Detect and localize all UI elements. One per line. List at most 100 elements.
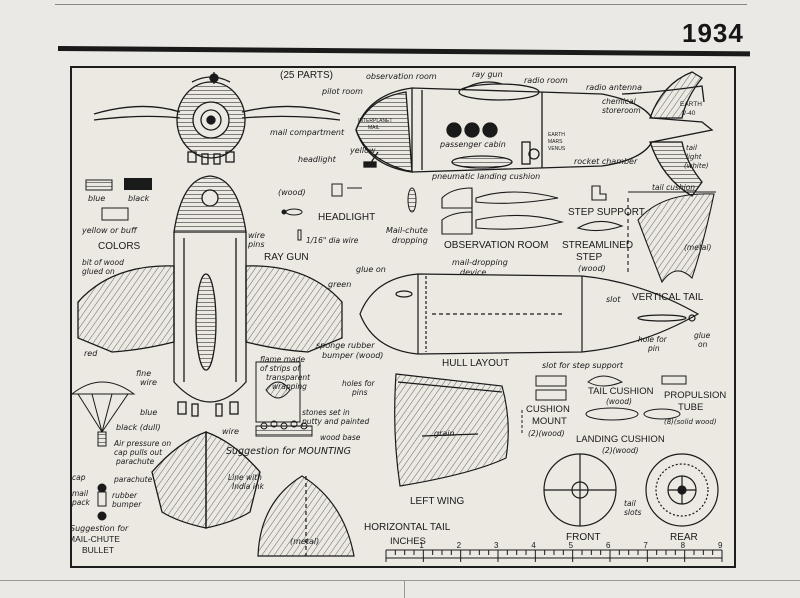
label-interplanet-2: MAIL (368, 125, 380, 131)
callout-slot-step-support: slot for step support (542, 361, 624, 370)
title-streamlined-2: STEP (576, 252, 602, 263)
scale-number: 3 (494, 541, 499, 550)
label-earth-mars-2: MARS (548, 139, 563, 145)
vertical-tail-part (628, 191, 716, 284)
callout-air-pressure-3: parachute (115, 457, 155, 466)
title-headlight: HEADLIGHT (318, 212, 375, 223)
callout-red: red (84, 349, 98, 358)
callout-dia-wire: 1/16" dia wire (306, 236, 359, 245)
callout-flame-2: of strips of (260, 364, 301, 373)
title-propulsion-2: TUBE (678, 402, 703, 413)
callout-wire-pins-2: pins (247, 240, 265, 249)
callout-tail-light-2: light (686, 153, 702, 161)
inch-scale (385, 549, 723, 562)
callout-parachute: parachute (113, 475, 153, 484)
callout-mail-dropping-1: mail-dropping (452, 258, 508, 267)
front-view-top (93, 72, 341, 165)
front-rear-views (543, 453, 719, 527)
callout-mail-chute-1: Mail-chute (386, 226, 428, 235)
title-tail-cushion: TAIL CUSHION (588, 386, 654, 397)
title-streamlined-1: STREAMLINED (562, 240, 633, 251)
callout-tail-slots-2: slots (624, 508, 642, 517)
left-wing-part (394, 373, 509, 487)
callout-holes-for-pins-1: holes for (342, 379, 376, 388)
callout-holes-for-pins-2: pins (351, 388, 368, 397)
title-suggestion-mounting: Suggestion for MOUNTING (226, 446, 351, 457)
title-vertical-tail: VERTICAL TAIL (632, 292, 704, 303)
callout-hole-for-pin-1: hole for (638, 335, 668, 344)
year-heading: 1934 (682, 18, 744, 48)
callout-observation-room: observation room (366, 72, 437, 81)
callout-glue-2: glue (694, 331, 711, 340)
callout-landing-cushion: pneumatic landing cushion (431, 172, 540, 181)
callout-mail-pack-2: pack (72, 498, 90, 507)
observation-room-part (441, 187, 565, 235)
callout-tail-light-3: (white) (684, 162, 709, 170)
callout-mail-compartment: mail compartment (270, 128, 345, 137)
header-rule (57, 46, 750, 57)
callout-wood-step: (wood) (578, 264, 606, 273)
callout-cap: cap (72, 473, 86, 482)
callout-headlight: headlight (298, 155, 337, 164)
suggestion-line-2: MAIL-CHUTE (72, 534, 120, 544)
callout-air-pressure-2: cap pulls out (114, 448, 163, 457)
callout-metal-2: (metal) (290, 537, 319, 546)
title-cushion-mount-2: MOUNT (532, 416, 567, 427)
callout-grain: grain (434, 429, 455, 438)
callout-fine-wire-1: fine (136, 369, 151, 378)
label-interplanet-1: INTERPLANET (358, 118, 392, 124)
callout-wire: wire (222, 427, 239, 436)
suggestion-line-1: Suggestion for (72, 524, 129, 533)
title-front: FRONT (566, 532, 600, 543)
title-hull-layout: HULL LAYOUT (442, 358, 509, 369)
title-cushion-mount-1: CUSHION (526, 404, 570, 415)
callout-bit-of-wood-1: bit of wood (82, 258, 124, 267)
callout-tail-cushion-top: tail cushion (652, 183, 695, 192)
cushion-mount-wood: (2)(wood) (528, 429, 565, 438)
title-ray-gun: RAY GUN (264, 252, 309, 263)
callout-earth-v40-2: V-40 (682, 110, 696, 117)
scale-number: 2 (457, 541, 462, 550)
title-colors: COLORS (98, 241, 141, 252)
callout-rocket-chamber: rocket chamber (574, 157, 638, 166)
scale-number: 8 (681, 541, 686, 550)
headlight-wood: (wood) (278, 188, 306, 197)
callout-wire-pins-1: wire (248, 231, 265, 240)
callout-sponge-2: bumper (wood) (322, 351, 383, 360)
callout-sponge-1: sponge rubber (316, 341, 375, 350)
callout-glue-on: glue on (356, 265, 386, 274)
callout-stones-2: putty and painted (301, 417, 369, 426)
parachute-part (72, 381, 136, 521)
callout-slot: slot (606, 295, 621, 304)
callout-earth-v40-1: EARTH (680, 101, 702, 108)
swatch-yellow: yellow or buff (81, 226, 138, 235)
callout-passenger-cabin: passenger cabin (439, 140, 506, 149)
step-support-part (576, 185, 629, 272)
bottom-tick (404, 580, 405, 598)
callout-pilot-room: pilot room (321, 87, 363, 96)
callout-bit-of-wood-2: glued on (82, 267, 115, 276)
label-earth-mars-1: EARTH (548, 132, 565, 138)
title-inches: INCHES (390, 536, 426, 547)
title-step-support: STEP SUPPORT (568, 207, 645, 218)
title-horizontal-tail: HORIZONTAL TAIL (364, 522, 451, 533)
landing-cushion-wood: (2)(wood) (602, 446, 639, 455)
callout-radio-antenna: radio antenna (586, 83, 642, 92)
scale-number: 7 (643, 541, 648, 550)
blueprint-frame: (25 PARTS) (70, 66, 736, 568)
callout-stones-1: stones set in (302, 408, 350, 417)
callout-yellow: yellow (349, 146, 376, 155)
callout-chemical-2: storeroom (602, 106, 641, 115)
horizontal-tail-part (257, 475, 355, 557)
title-left-wing: LEFT WING (410, 496, 464, 507)
side-view-top (355, 71, 714, 197)
callout-green: green (328, 280, 351, 289)
hull-layout-part (359, 273, 700, 355)
callout-flame-3: transparent (266, 373, 311, 382)
propulsion-wood: (8)(solid wood) (664, 418, 717, 426)
mounting-part (255, 361, 313, 437)
scale-number: 1 (419, 541, 424, 550)
callout-black-dull: black (dull) (116, 423, 161, 432)
callout-mail-dropping-2: device (460, 268, 486, 277)
scale-number: 9 (718, 541, 723, 550)
